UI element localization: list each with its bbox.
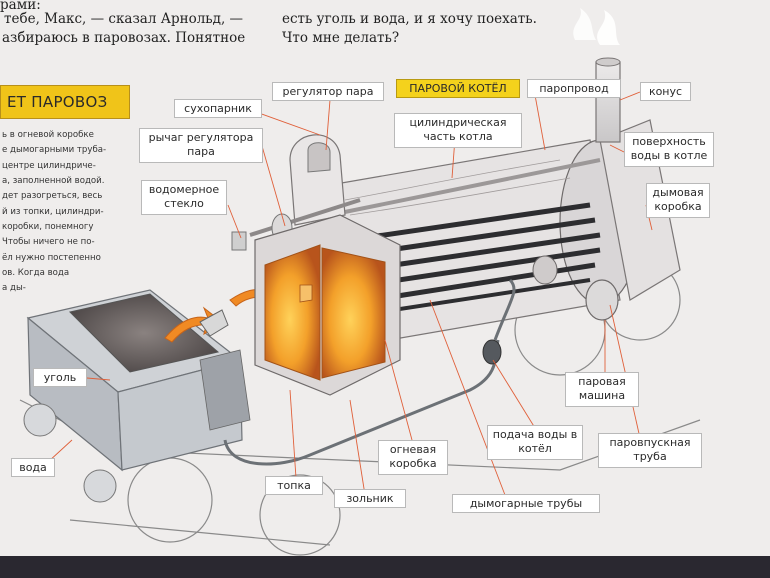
label-gauge: водомерное стекло <box>141 180 227 215</box>
paragraph-line-8: Чтобы ничего не по- <box>2 237 95 247</box>
label-regulator: регулятор пара <box>272 82 384 101</box>
label-coal: уголь <box>33 368 87 387</box>
label-tubes: дымогарные трубы <box>452 494 600 513</box>
label-cylinder-part: цилиндрическая часть котла <box>394 113 522 148</box>
story-line-5: Что мне делать? <box>282 30 400 46</box>
firebox <box>254 214 401 396</box>
label-water: вода <box>11 458 55 477</box>
paragraph-line-5: дет разогреться, весь <box>2 191 103 201</box>
story-line-4: есть уголь и вода, и я хочу поехать. <box>282 11 537 27</box>
label-konus: конус <box>640 82 691 101</box>
label-ashpan: зольник <box>334 489 406 508</box>
boiler-barrel <box>329 139 641 346</box>
label-paroprovod: паропровод <box>527 79 621 98</box>
steam-dome <box>289 134 346 226</box>
story-line-3: азбираюсь в паровозах. Понятное <box>2 30 246 46</box>
section-banner: ЕТ ПАРОВОЗ <box>0 85 130 119</box>
paragraph-line-7: коробки, понемногу <box>2 222 94 232</box>
paragraph-line-1: ь в огневой коробке <box>2 130 94 140</box>
feed-valve <box>482 339 502 365</box>
label-water-surface: поверхность воды в котле <box>624 132 714 167</box>
paragraph-line-10: ов. Когда вода <box>2 268 70 278</box>
label-furnace: топка <box>265 476 323 495</box>
paragraph-line-11: а ды- <box>2 283 26 293</box>
label-steam-engine: паровая машина <box>565 372 639 407</box>
background-strip <box>0 556 770 578</box>
steam-engine-cylinder <box>532 255 619 321</box>
label-boiler: ПАРОВОЙ КОТЁЛ <box>396 79 520 98</box>
section-title: ЕТ ПАРОВОЗ <box>7 93 108 111</box>
paragraph-line-2: е дымогарными труба- <box>2 145 107 155</box>
smokebox <box>573 8 681 301</box>
label-feed: подача воды в котёл <box>487 425 583 460</box>
paragraph-line-6: й из топки, цилиндри- <box>2 207 104 217</box>
label-exhaust-pipe: паровпускная труба <box>598 433 702 468</box>
paragraph-line-9: ёл нужно постепенно <box>2 253 101 263</box>
label-suhoparnik: сухопарник <box>174 99 262 118</box>
story-line-2: тебе, Макс, — сказал Арнольд, — <box>4 11 244 27</box>
paragraph-line-3: центре цилиндриче- <box>2 161 96 171</box>
label-lever: рычаг регулятора пара <box>139 128 263 163</box>
story-line-1: рами: <box>0 0 41 13</box>
book-page: рами: тебе, Макс, — сказал Арнольд, — аз… <box>0 0 770 560</box>
tender <box>23 289 251 503</box>
label-firebox: огневая коробка <box>378 440 448 475</box>
paragraph-line-4: а, заполненной водой. <box>2 176 105 186</box>
label-smokebox: дымовая коробка <box>646 183 710 218</box>
locomotive-illustration <box>19 8 701 556</box>
shovel <box>199 309 229 337</box>
